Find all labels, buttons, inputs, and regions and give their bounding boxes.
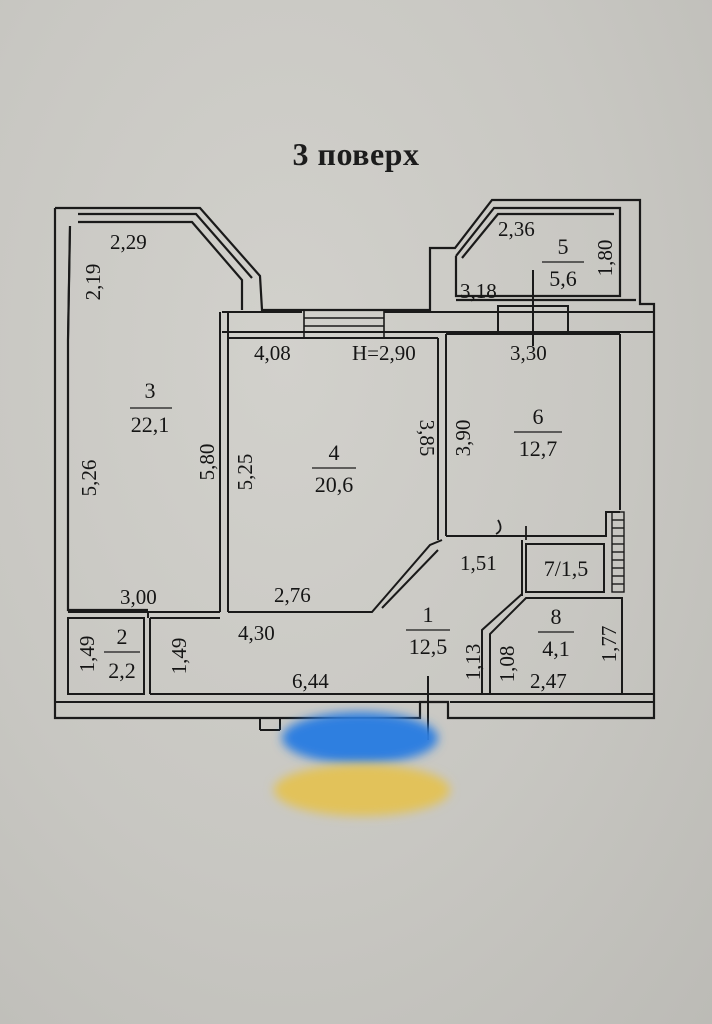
dim-4-30: 4,30 xyxy=(238,621,275,645)
door-marks xyxy=(495,519,527,540)
room-6-area: 12,7 xyxy=(519,436,558,461)
dim-5-25: 5,25 xyxy=(233,454,257,491)
dimension-labels: 2,29 3,00 4,08 H=2,90 2,76 4,30 6,44 2,3… xyxy=(75,217,621,693)
bay-wall-left xyxy=(78,212,253,279)
dim-2-47: 2,47 xyxy=(530,669,567,693)
dim-2-36: 2,36 xyxy=(498,217,535,241)
dim-2-19: 2,19 xyxy=(81,264,105,301)
dim-5-26: 5,26 xyxy=(77,460,101,497)
flag-blue-band xyxy=(282,712,438,764)
vent-shaft xyxy=(611,511,625,593)
dim-1-13: 1,13 xyxy=(461,644,485,681)
room-4-area: 20,6 xyxy=(315,472,354,497)
bay-wall-right xyxy=(454,206,622,298)
ceiling-height: H=2,90 xyxy=(352,341,416,365)
room-1-number: 1 xyxy=(423,602,434,627)
room-5-number: 5 xyxy=(558,234,569,259)
outer-wall xyxy=(53,198,656,720)
room-3-area: 22,1 xyxy=(131,412,170,437)
bay-wall-right-inner xyxy=(461,212,614,259)
dim-4-08: 4,08 xyxy=(254,341,291,365)
balcony-door xyxy=(303,309,385,339)
dim-1-49-left: 1,49 xyxy=(75,636,99,673)
flag-smudge xyxy=(274,712,450,816)
floor-title: 3 поверх xyxy=(292,136,420,172)
dim-1-80: 1,80 xyxy=(593,240,617,277)
room-2-walls xyxy=(55,612,654,740)
dim-1-08: 1,08 xyxy=(495,646,519,683)
dim-3-85: 3,85 xyxy=(415,420,439,457)
dim-3-00: 3,00 xyxy=(120,585,157,609)
room-7-walls xyxy=(521,540,605,596)
room-5-area: 5,6 xyxy=(549,266,577,291)
room-2-number: 2 xyxy=(117,624,128,649)
flag-yellow-band xyxy=(274,764,450,816)
dim-1-51: 1,51 xyxy=(460,551,497,575)
room-3-walls xyxy=(67,225,229,613)
dim-6-44: 6,44 xyxy=(292,669,329,693)
room-8-area: 4,1 xyxy=(542,636,570,661)
bay-wall-left-inner xyxy=(78,220,244,310)
room-6-number: 6 xyxy=(533,404,544,429)
room-4-walls xyxy=(222,311,654,613)
dim-1-49-right: 1,49 xyxy=(167,638,191,675)
room-1-area: 12,5 xyxy=(409,634,448,659)
room-6-walls xyxy=(446,270,621,537)
dim-2-29: 2,29 xyxy=(110,230,147,254)
room-3-number: 3 xyxy=(145,378,156,403)
dim-1-77: 1,77 xyxy=(597,626,621,663)
dim-3-90: 3,90 xyxy=(451,420,475,457)
dim-5-80: 5,80 xyxy=(195,444,219,481)
dim-3-18: 3,18 xyxy=(460,279,497,303)
dim-2-76: 2,76 xyxy=(274,583,311,607)
room-labels: 3 22,1 4 20,6 6 12,7 5 5,6 7/1,5 8 4,1 1… xyxy=(104,234,588,683)
room-8-number: 8 xyxy=(551,604,562,629)
dim-3-30: 3,30 xyxy=(510,341,547,365)
room-2-area: 2,2 xyxy=(108,658,136,683)
room-4-number: 4 xyxy=(329,440,340,465)
room-7-label: 7/1,5 xyxy=(544,556,589,581)
